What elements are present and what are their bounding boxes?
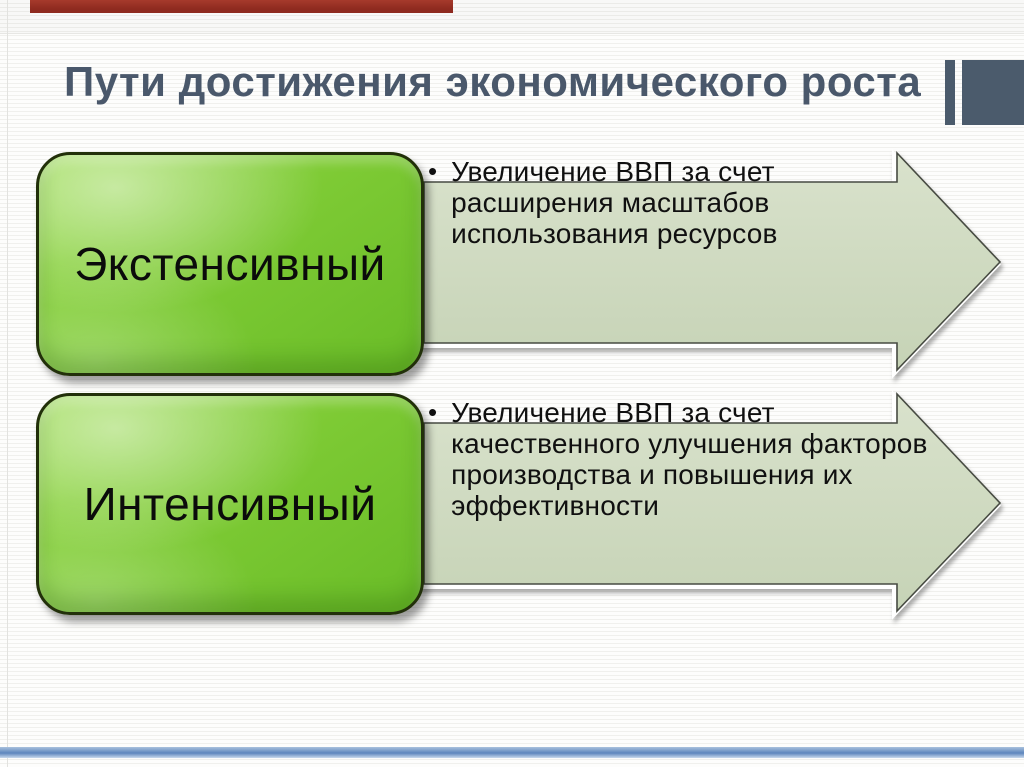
shape-extensive: Экстенсивный xyxy=(36,152,424,376)
shape-extensive-label: Экстенсивный xyxy=(74,238,386,290)
bullet-text-intensive: Увеличение ВВП за счет качественного улу… xyxy=(451,397,928,521)
top-accent-bar xyxy=(30,0,453,13)
left-edge-line xyxy=(7,0,8,767)
slide-title: Пути достижения экономического роста xyxy=(64,58,922,105)
bullet-block-intensive: • Увеличение ВВП за счет качественного у… xyxy=(428,397,1008,521)
bullet-text-extensive: Увеличение ВВП за счет расширения масшта… xyxy=(451,156,778,249)
top-background-band xyxy=(0,0,1024,34)
bullet-block-extensive: • Увеличение ВВП за счет расширения масш… xyxy=(428,156,988,249)
bullet-marker: • xyxy=(428,156,438,186)
title-deco-square xyxy=(962,60,1024,125)
bottom-accent-bar xyxy=(0,747,1024,758)
shape-intensive-label: Интенсивный xyxy=(83,478,377,530)
shape-intensive: Интенсивный xyxy=(36,393,424,615)
bullet-marker: • xyxy=(428,397,438,427)
title-deco-thin-bar xyxy=(945,60,955,125)
